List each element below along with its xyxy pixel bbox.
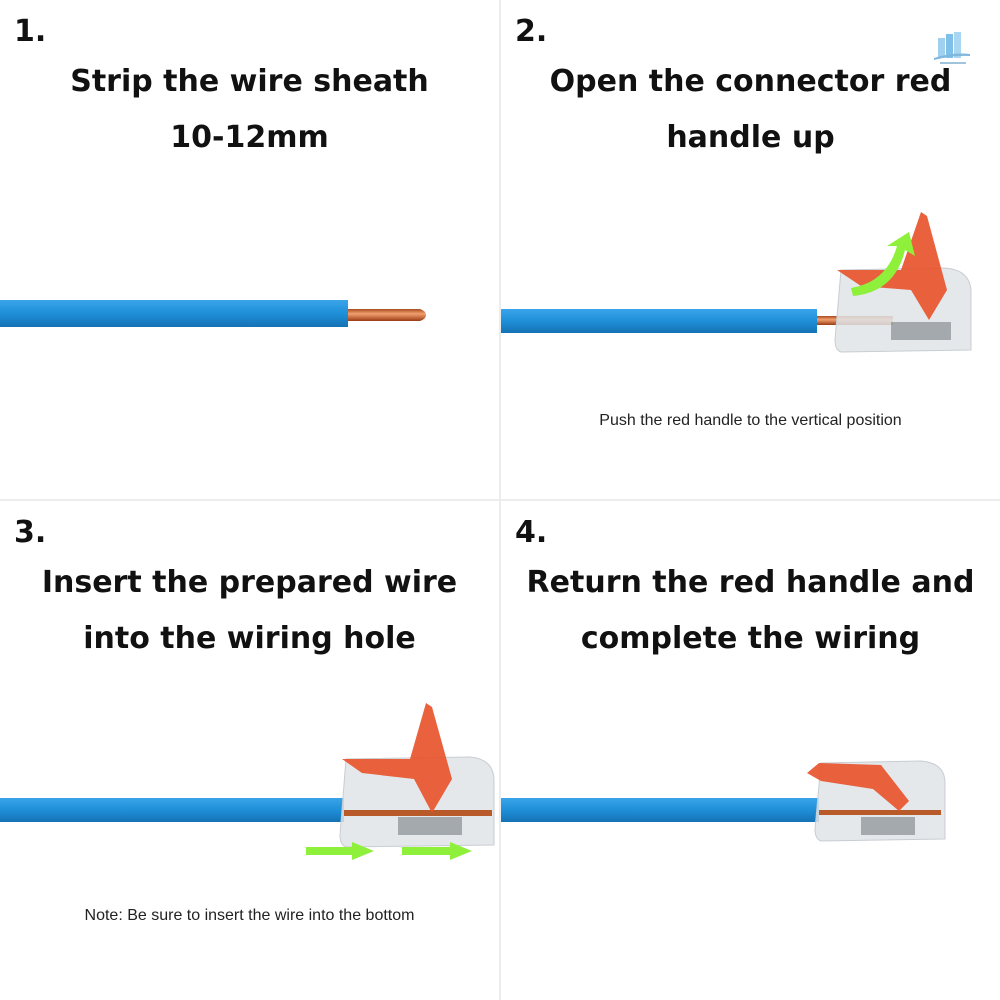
title-line-1: Strip the wire sheath	[70, 64, 429, 99]
step-number: 4.	[515, 515, 548, 550]
horizontal-divider	[0, 498, 1000, 501]
title-line-2: handle up	[666, 120, 835, 155]
step-number: 2.	[515, 14, 548, 49]
stripped-wire-illustration	[0, 300, 426, 327]
step-1-panel: 1. Strip the wire sheath 10-12mm	[0, 0, 499, 499]
step-2-panel: 2. Open the connector red handle up Push…	[501, 0, 1000, 499]
step-note: Push the red handle to the vertical posi…	[599, 412, 902, 429]
closed-connector-illustration	[501, 760, 946, 842]
open-connector-illustration	[501, 212, 972, 353]
title-line-1: Open the connector red	[549, 64, 952, 99]
step-number: 1.	[14, 14, 47, 49]
step-title: Insert the prepared wire into the wiring…	[0, 555, 499, 667]
title-line-2: 10-12mm	[170, 120, 329, 155]
title-line-1: Return the red handle and	[526, 565, 975, 600]
step-number: 3.	[14, 515, 47, 550]
step-note: Note: Be sure to insert the wire into th…	[84, 907, 415, 924]
step-title: Return the red handle and complete the w…	[501, 555, 1000, 667]
building-logo-icon	[932, 30, 972, 70]
step-4-panel: 4. Return the red handle and complete th…	[501, 501, 1000, 1000]
title-line-1: Insert the prepared wire	[41, 565, 458, 600]
insert-wire-illustration	[0, 703, 495, 860]
step-3-panel: 3. Insert the prepared wire into the wir…	[0, 501, 499, 1000]
step-title: Strip the wire sheath 10-12mm	[0, 54, 499, 166]
title-line-2: into the wiring hole	[83, 621, 416, 656]
step-title: Open the connector red handle up	[501, 54, 1000, 166]
title-line-2: complete the wiring	[580, 621, 921, 656]
